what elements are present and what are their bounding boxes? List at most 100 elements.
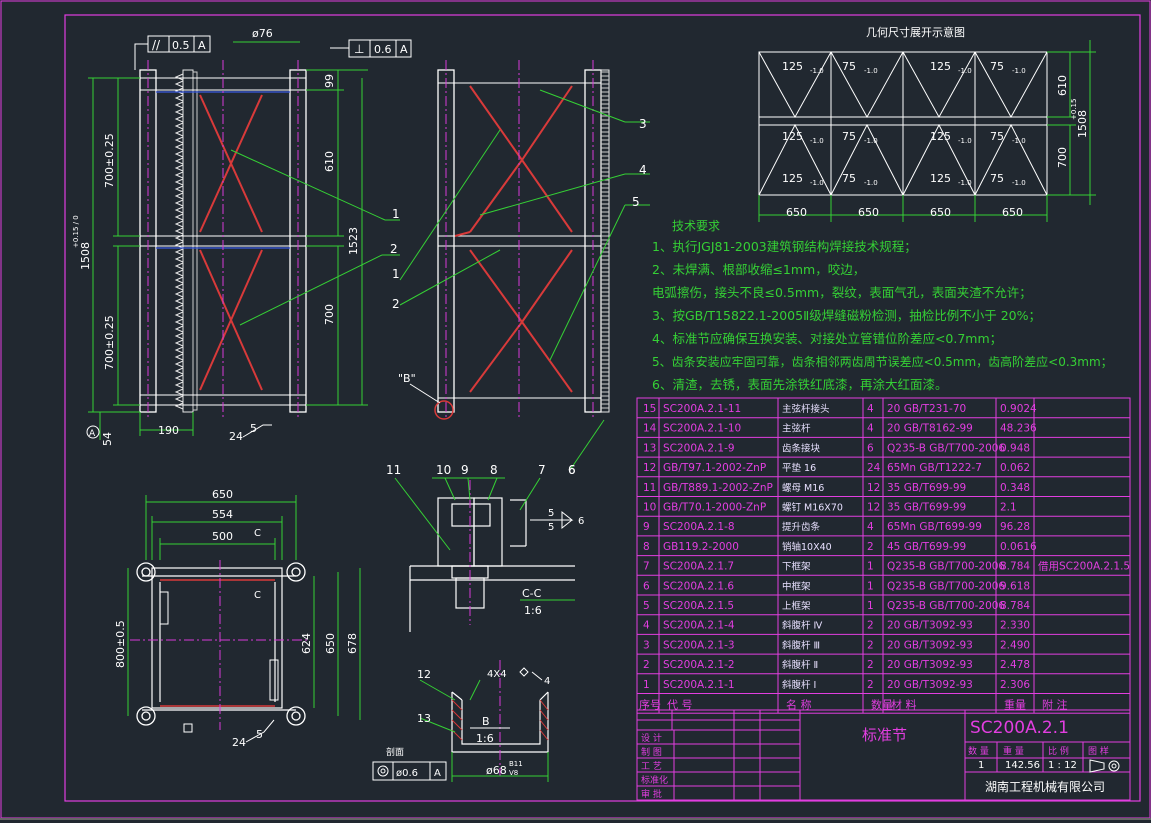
b-scale: 1:6 [476, 732, 494, 745]
layout-w1: 650 [786, 206, 807, 219]
bom-cell-qty: 2 [867, 620, 874, 632]
bom-cell-mat: Q235-B GB/T700-2006 [887, 580, 1005, 592]
cc-callout-7: 7 [538, 463, 546, 477]
bom-cell-no: 13 [643, 442, 656, 454]
note-3: 3、按GB/T15822.1-2005Ⅱ级焊缝磁粉检测，抽检比例不小于 20%； [652, 308, 1041, 323]
note-5: 5、齿条安装应牢固可靠，齿条相邻两齿周节误差应<0.5mm，齿高阶差应<0.3m… [652, 354, 1113, 369]
bom-cell-wt: 0.948 [1000, 442, 1030, 454]
bom-cell-note: 借用SC200A.2.1.5 [1038, 561, 1130, 573]
bom-cell-code: GB/T889.1-2002-ZnP [663, 482, 773, 494]
bom-header-name: 名 称 [786, 698, 812, 712]
layout-cell-value: 75 [842, 172, 856, 185]
bom-cell-mat: 20 GB/T8162-99 [887, 423, 973, 435]
bom-cell-mat: Q235-B GB/T700-2006 [887, 561, 1005, 573]
bom-cell-mat: 20 GB/T3092-93 [887, 620, 973, 632]
bom-cell-wt: 96.28 [1000, 521, 1030, 533]
bom-cell-wt: 8.784 [1000, 561, 1030, 573]
bom-cell-name: 平垫 16 [782, 462, 816, 474]
weld-24: 24 [229, 430, 243, 443]
bom-cell-name: 销轴10X40 [782, 541, 832, 553]
layout-cell-value: 75 [842, 60, 856, 73]
layout-cell-tol: -1.0 [1012, 67, 1026, 75]
section-mark-c-top: C [254, 528, 261, 539]
section-mark-c-bot: C [254, 590, 261, 601]
dim-700-upper: 700±0.25 [103, 133, 116, 188]
dim-1508-tol: +0.15 / 0 [72, 215, 80, 248]
layout-cell-tol: -1.0 [958, 137, 972, 145]
part-name: 标准节 [862, 726, 907, 744]
b-title: B [482, 715, 490, 728]
bom-cell-code: SC200A.2.1.7 [663, 561, 734, 573]
bom-cell-qty: 1 [867, 561, 874, 573]
bom-cell-wt: 48.236 [1000, 423, 1037, 435]
pipe-diameter: ø76 [252, 27, 273, 40]
bom-cell-wt: 2.306 [1000, 679, 1030, 691]
bom-cell-name: 主弦杆 [782, 423, 811, 435]
scale-label: 比 例 [1048, 745, 1069, 757]
bom-cell-qty: 12 [867, 502, 880, 514]
bom-cell-no: 12 [643, 462, 656, 474]
bom-cell-wt: 2.490 [1000, 639, 1030, 651]
bom-cell-code: GB/T97.1-2002-ZnP [663, 462, 766, 474]
bom-header-note: 附 注 [1042, 698, 1068, 712]
technical-notes: 技术要求 1、执行JGJ81-2003建筑钢结构焊接技术规程； 2、未焊满、根部… [652, 219, 1113, 392]
bom-cell-mat: Q235-B GB/T700-2006 [887, 600, 1005, 612]
dim-99: 99 [323, 74, 336, 88]
bom-cell-qty: 1 [867, 580, 874, 592]
b-fit-bot: V8 [509, 769, 518, 777]
bom-cell-wt: 0.348 [1000, 482, 1030, 494]
svg-text://: // [152, 38, 161, 52]
layout-w3: 650 [930, 206, 951, 219]
bom-cell-mat: 35 GB/T699-99 [887, 482, 966, 494]
bom-cell-code: SC200A.2.1-1 [663, 679, 735, 691]
bom-cell-code: SC200A.2.1-11 [663, 403, 741, 415]
role-approve: 审 批 [641, 788, 662, 800]
layout-cell-tol: -1.0 [864, 179, 878, 187]
bom-cell-qty: 4 [867, 423, 874, 435]
bom-cell-name: 主弦杆接头 [782, 403, 830, 415]
bom-cell-qty: 12 [867, 482, 880, 494]
plan-dim-554: 554 [212, 508, 233, 521]
scale-value: 1 : 12 [1048, 760, 1077, 771]
bom-cell-qty: 2 [867, 639, 874, 651]
drawing-number: SC200A.2.1 [970, 718, 1069, 738]
note-1: 1、执行JGJ81-2003建筑钢结构焊接技术规程； [652, 239, 917, 254]
bom-cell-mat: 20 GB/T3092-93 [887, 659, 973, 671]
role-process: 工 艺 [641, 761, 662, 772]
role-standard: 标准化 [641, 774, 668, 786]
layout-cell-value: 75 [842, 130, 856, 143]
bom-cell-name: 斜腹杆 Ⅲ [782, 639, 820, 651]
plan-dim-678: 678 [346, 633, 359, 654]
b-callout-12: 12 [417, 668, 431, 681]
layout-cell-tol: -1.0 [864, 137, 878, 145]
b-caption: 剖面 [386, 746, 404, 758]
bom-cell-mat: 20 GB/T3092-93 [887, 679, 973, 691]
bom-cell-mat: 65Mn GB/T1222-7 [887, 462, 982, 474]
bom-cell-wt: 9.618 [1000, 580, 1030, 592]
bom-cell-wt: 0.9024 [1000, 403, 1037, 415]
layout-cell-value: 75 [990, 130, 1004, 143]
dim-700-right: 700 [323, 304, 336, 325]
dim-610: 610 [323, 151, 336, 172]
cc-title: C-C [522, 587, 542, 600]
layout-cell-value: 125 [782, 172, 803, 185]
note-4: 4、标准节应确保互换安装、对接处立管错位阶差应<0.7mm； [652, 331, 1002, 346]
cc-callout-11: 11 [386, 463, 401, 477]
layout-cell-tol: -1.0 [810, 137, 824, 145]
bom-cell-name: 上框架 [782, 600, 811, 612]
bom-cell-wt: 2.478 [1000, 659, 1030, 671]
bom-cell-mat: 20 GB/T231-70 [887, 403, 966, 415]
callout-5: 5 [632, 195, 640, 209]
note-2: 2、未焊满、根部收缩≤1mm，咬边， [652, 262, 865, 277]
bom-cell-name: 齿条接块 [782, 442, 821, 454]
bom-cell-wt: 0.062 [1000, 462, 1030, 474]
plan-dim-500: 500 [212, 530, 233, 543]
bom-cell-code: SC200A.2.1-4 [663, 620, 735, 632]
sheet-border-inner [64, 14, 1141, 802]
dim-1523: 1523 [347, 227, 360, 255]
cc-callout-8: 8 [490, 463, 498, 477]
bom-cell-no: 6 [643, 580, 650, 592]
bom-cell-code: SC200A.2.1-2 [663, 659, 735, 671]
